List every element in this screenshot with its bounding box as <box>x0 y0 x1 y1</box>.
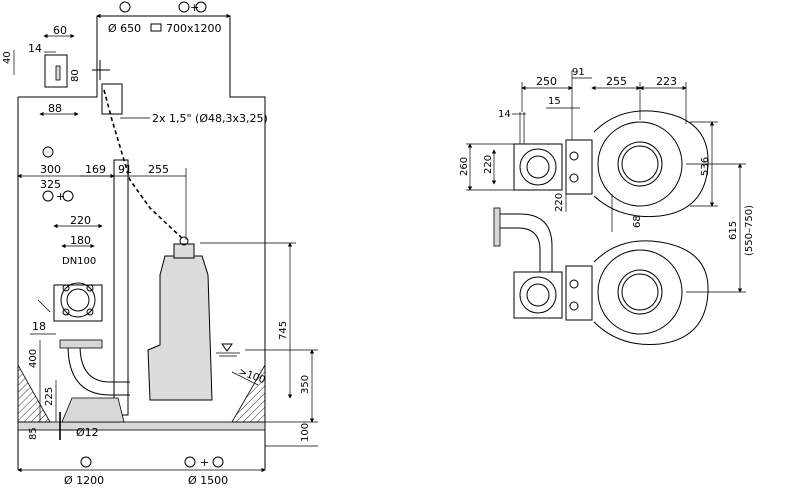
pump-symbol-icon <box>195 1 207 13</box>
pipe-end-flange <box>493 207 501 247</box>
pump-symbol-icon <box>42 146 54 158</box>
pump-symbol-icon <box>178 1 190 13</box>
dim-300: 300 <box>40 163 61 176</box>
right-plan-view: 250 91 255 223 14 15 260 220 220 68 536 … <box>459 67 755 346</box>
dim-80: 80 <box>70 69 81 82</box>
dim-88: 88 <box>48 102 62 115</box>
pump-body <box>147 255 213 401</box>
dim-220-right: 220 <box>483 155 494 174</box>
discharge-flange-view <box>53 282 103 322</box>
dim-14-right: 14 <box>498 109 511 120</box>
dim-350: 350 <box>300 375 311 394</box>
dim-85: 85 <box>28 427 39 440</box>
lifting-chain <box>103 89 185 241</box>
dim-15: 15 <box>548 96 561 107</box>
pump-handle-base <box>173 243 195 259</box>
dim-400: 400 <box>28 349 39 368</box>
dim-255-left: 255 <box>148 163 169 176</box>
dim-260: 260 <box>459 157 470 176</box>
dim-745: 745 <box>278 321 289 340</box>
dim-169: 169 <box>85 163 106 176</box>
cover-detail <box>44 54 123 115</box>
dim-phi12: Ø12 <box>76 426 99 439</box>
dim-223: 223 <box>656 75 677 88</box>
bottom-d1500: Ø 1500 <box>188 474 228 487</box>
dn-label: DN100 <box>62 256 96 267</box>
pump-volute-top <box>597 121 683 207</box>
plus-sign-3: + <box>200 456 209 469</box>
hanger-bracket <box>101 83 123 115</box>
dim-40: 40 <box>2 51 13 64</box>
bend-flange <box>59 339 103 349</box>
pump-volute-bottom <box>597 249 683 335</box>
connecting-pipe <box>498 213 553 272</box>
right-slope-hatch <box>231 363 266 423</box>
bottom-d1200: Ø 1200 <box>64 474 104 487</box>
dim-100: 100 <box>300 423 311 442</box>
pump-symbol-icon <box>80 456 92 468</box>
dim-60: 60 <box>53 24 67 37</box>
volute-outline-bottom <box>593 240 709 346</box>
top-diameter-label: Ø 650 <box>108 22 141 35</box>
dim-325: 325 <box>40 178 61 191</box>
left-elevation-view: + Ø 650 700x1200 60 14 40 80 88 2x 1,5" … <box>2 1 318 487</box>
pump-symbol-icon <box>212 456 224 468</box>
water-level-icon <box>221 343 233 352</box>
pump-symbol-icon <box>184 456 196 468</box>
dim-615: 615 <box>728 221 739 240</box>
top-flange-assembly <box>513 139 593 195</box>
dim-220-left: 220 <box>70 214 91 227</box>
dim-536: 536 <box>700 157 711 176</box>
pipe-spec-label: 2x 1,5" (Ø48,3x3,25) <box>152 112 268 125</box>
dim-91-left: 91 <box>118 163 132 176</box>
dim-250: 250 <box>536 75 557 88</box>
dim-220-vert: 220 <box>554 193 565 212</box>
pump-lifting-eye <box>179 236 189 246</box>
pump-symbol-icon <box>119 1 131 13</box>
dim-225: 225 <box>44 387 55 406</box>
chamber-floor <box>17 421 266 431</box>
guide-pipe <box>113 159 129 416</box>
pump-pedestal <box>61 397 125 423</box>
dim-91-right: 91 <box>572 67 585 78</box>
top-rect-label: 700x1200 <box>166 22 222 35</box>
pump-symbol-icon <box>42 190 54 202</box>
rect-symbol-icon <box>150 23 162 32</box>
bottom-flange-assembly <box>513 265 593 321</box>
pump-symbol-icon <box>62 190 74 202</box>
dim-14-top: 14 <box>28 42 42 55</box>
dim-range: (550–750) <box>744 205 755 256</box>
dim-18: 18 <box>32 320 46 333</box>
dim-255-right: 255 <box>606 75 627 88</box>
dim-180: 180 <box>70 234 91 247</box>
plus-sign-2: + <box>56 190 65 203</box>
discharge-bend <box>67 344 130 396</box>
dim-68: 68 <box>632 215 643 228</box>
left-slope-hatch <box>17 363 51 423</box>
plus-sign: + <box>190 1 199 14</box>
